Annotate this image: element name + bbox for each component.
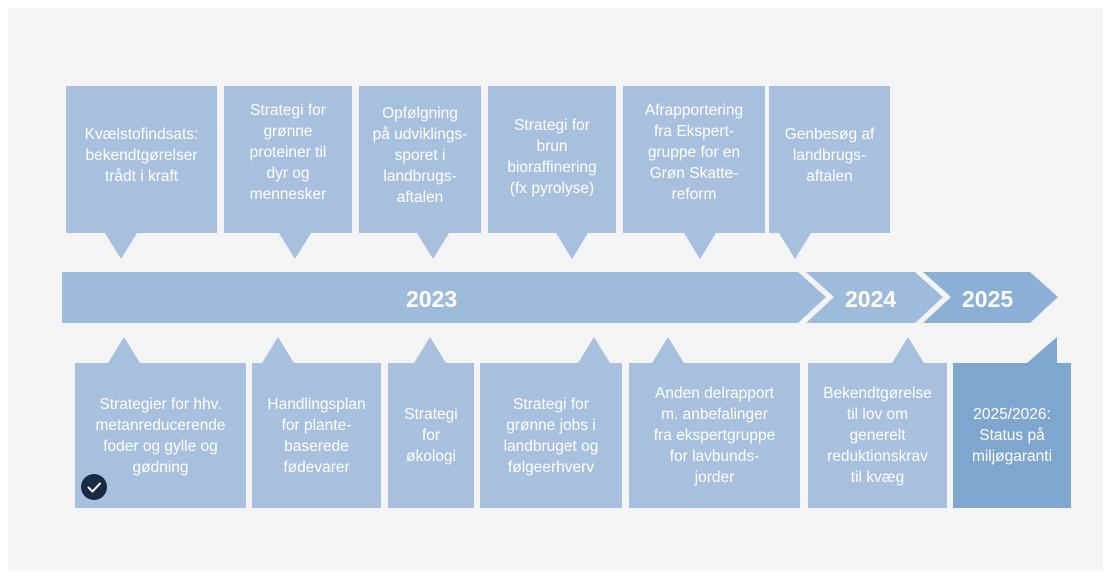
year-label-2024: 2024 xyxy=(845,286,897,312)
milestone-bottom-5: Anden delrapport m. anbefalinger fra eks… xyxy=(629,363,800,508)
pointer-top-3 xyxy=(417,233,449,259)
milestone-top-5: Afrapportering fra Ekspert- gruppe for e… xyxy=(623,86,765,233)
pointer-bottom-5 xyxy=(652,337,684,363)
milestone-bottom-6: Bekendtgørelse til lov om generelt reduk… xyxy=(808,363,947,508)
pointer-top-2 xyxy=(279,233,311,259)
milestone-bottom-2: Handlingsplan for plante- baserede fødev… xyxy=(252,363,381,508)
arrow-segment-2024 xyxy=(806,272,943,323)
milestone-top-3: Opfølgning på udviklings- sporet i landb… xyxy=(359,86,481,233)
milestone-top-1: Kvælstofindsats: bekendtgørelser trådt i… xyxy=(66,86,217,233)
milestone-bottom-3: Strategi for økologi xyxy=(388,363,474,508)
milestone-top-2: Strategi for grønne proteiner til dyr og… xyxy=(224,86,352,233)
year-label-2023: 2023 xyxy=(406,286,458,312)
pointer-bottom-1 xyxy=(108,337,140,363)
milestone-top-6: Genbesøg af landbrugs- aftalen xyxy=(769,86,890,233)
pointer-top-1 xyxy=(105,233,137,259)
pointer-bottom-2 xyxy=(262,337,294,363)
pointer-top-4 xyxy=(556,233,588,259)
pointer-top-5 xyxy=(684,233,716,259)
pointer-bottom-4 xyxy=(578,337,610,363)
milestone-top-4: Strategi for brun bioraffinering (fx pyr… xyxy=(488,86,616,233)
pointer-bottom-6 xyxy=(892,337,924,363)
arrow-segment-2025 xyxy=(923,272,1058,323)
pointer-bottom-7 xyxy=(1027,337,1057,363)
pointer-bottom-3 xyxy=(414,337,446,363)
check-circle-icon xyxy=(81,474,107,500)
arrow-segment-2023 xyxy=(62,272,826,323)
milestone-bottom-4: Strategi for grønne jobs i landbruget og… xyxy=(480,363,622,508)
pointer-top-6 xyxy=(779,233,811,259)
milestone-bottom-7: 2025/2026: Status på miljøgaranti xyxy=(953,363,1071,508)
year-label-2025: 2025 xyxy=(962,286,1014,312)
